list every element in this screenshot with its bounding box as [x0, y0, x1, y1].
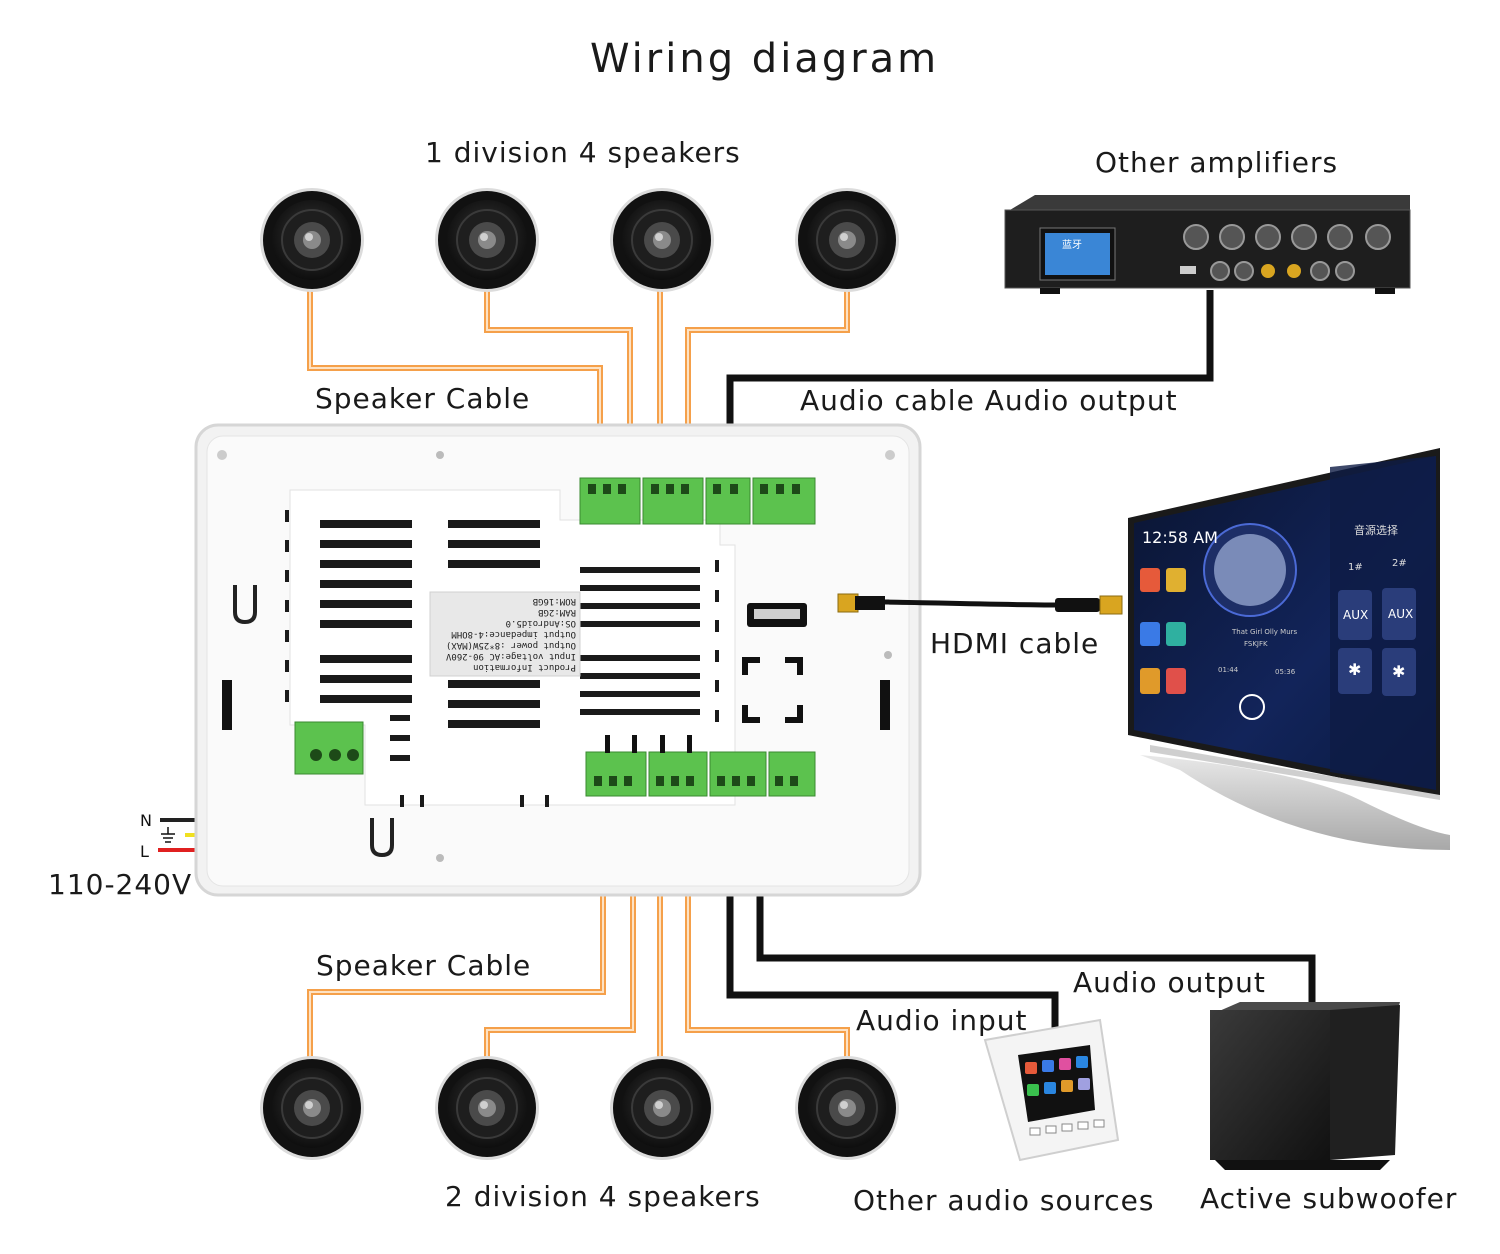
product-info-line: OS:Android5.0 — [505, 618, 576, 628]
television — [1128, 448, 1450, 850]
tv-time-start: 01:44 — [1218, 666, 1239, 674]
hdmi-cable — [837, 593, 1123, 615]
product-info-line: RAM:2GB — [538, 607, 576, 617]
ground-icon — [161, 827, 175, 843]
tv-channel-1: 1# — [1348, 562, 1363, 573]
tv-panel-title: 音源选择 — [1354, 524, 1398, 537]
ceiling-speaker — [435, 1056, 539, 1160]
audio-source-device — [983, 1018, 1120, 1162]
ceiling-speaker — [610, 188, 714, 292]
live-label: L — [140, 842, 149, 861]
active-subwoofer-label: Active subwoofer — [1200, 1182, 1458, 1215]
audio-output-label: Audio output — [1073, 966, 1266, 999]
product-info-line: Output impedance:4-8OHM — [451, 629, 576, 639]
ceiling-speaker — [610, 1056, 714, 1160]
tv-track: That Girl Olly Murs — [1232, 628, 1298, 636]
tv-bluetooth-icon: ✱ — [1392, 662, 1406, 681]
ceiling-speaker — [260, 1056, 364, 1160]
product-info-line: Output power :8*25W(MAX) — [445, 640, 576, 650]
speakers-bottom — [260, 1056, 899, 1160]
terminal-block-top — [579, 477, 816, 525]
tv-time-end: 05:36 — [1275, 668, 1296, 676]
other-audio-sources-label: Other audio sources — [853, 1184, 1155, 1217]
tv-app-tiles — [1140, 568, 1186, 694]
tv-channel-2: 2# — [1392, 558, 1407, 569]
ceiling-speaker — [795, 1056, 899, 1160]
hdmi-cable-label: HDMI cable — [930, 627, 1100, 660]
bottom-speakers-label: 2 division 4 speakers — [445, 1180, 761, 1213]
audio-input-label: Audio input — [856, 1004, 1028, 1037]
ceiling-speaker — [435, 188, 539, 292]
subwoofer — [1210, 1002, 1400, 1170]
diagram-title: Wiring diagram — [590, 36, 940, 82]
top-speakers-label: 1 division 4 speakers — [425, 136, 741, 169]
tv-track-title: FSKJFK — [1244, 640, 1268, 648]
product-info-sticker: Product Information Input voltage:AC 90-… — [432, 594, 578, 674]
product-info-line: Input voltage:AC 90-260V — [445, 651, 576, 661]
audio-cable-output-label: Audio cable Audio output — [800, 384, 1178, 417]
tv-time: 12:58 AM — [1142, 528, 1218, 547]
amplifier-display-text: 蓝牙 — [1062, 240, 1082, 251]
tv-aux-1: AUX — [1343, 608, 1369, 622]
speakers-top — [260, 188, 899, 292]
product-info-line: Product Information — [473, 662, 576, 672]
neutral-label: N — [140, 811, 152, 830]
tv-bluetooth-icon: ✱ — [1348, 660, 1362, 679]
speaker-cable-bottom-label: Speaker Cable — [316, 949, 532, 982]
other-amplifiers-label: Other amplifiers — [1095, 146, 1339, 179]
ceiling-speaker — [795, 188, 899, 292]
ceiling-speaker — [260, 188, 364, 292]
other-amplifier — [1004, 195, 1411, 294]
terminal-block-bottom — [585, 735, 816, 797]
speaker-cable-top-label: Speaker Cable — [315, 382, 531, 415]
tv-aux-buttons — [1338, 588, 1416, 696]
product-info-line: ROM:16GB — [532, 596, 576, 606]
tv-aux-2: AUX — [1388, 607, 1414, 621]
voltage-label: 110-240V — [48, 868, 193, 901]
power-terminal — [294, 721, 364, 775]
